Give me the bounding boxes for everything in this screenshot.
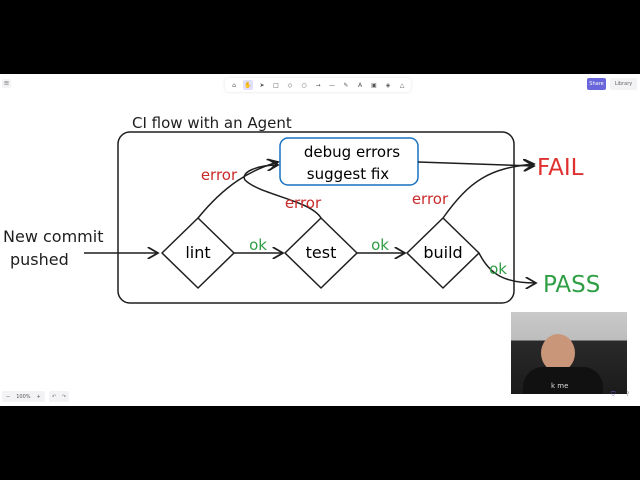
hand-tool-icon[interactable]: ✋	[243, 80, 253, 90]
frame-title: CI flow with an Agent	[132, 114, 292, 132]
fail-label: FAIL	[537, 155, 584, 181]
text-tool-icon[interactable]: A	[357, 81, 363, 89]
selection-tool-icon[interactable]: ➤	[259, 81, 265, 89]
webcam-overlay: k me	[511, 312, 627, 394]
undo-icon[interactable]: ↶	[51, 393, 57, 400]
agent-label-line1: debug errors	[304, 143, 400, 161]
rectangle-tool-icon[interactable]: □	[273, 81, 279, 89]
diamond-tool-icon[interactable]: ◇	[287, 81, 293, 89]
zoom-out-button[interactable]: −	[6, 393, 11, 400]
node-build-label: build	[423, 243, 462, 262]
more-tools-icon[interactable]: △	[399, 81, 405, 89]
main-menu-button[interactable]: ≡	[2, 79, 11, 88]
start-label-line2: pushed	[10, 250, 69, 269]
share-button[interactable]: Share	[587, 78, 606, 90]
error-label-build: error	[412, 190, 449, 208]
zoom-level[interactable]: 100%	[16, 393, 31, 400]
toolbar: ⌂ ✋ ➤ □ ◇ ○ → — ✎ A ▣ ◈ △	[225, 78, 411, 92]
library-button[interactable]: Library	[610, 78, 637, 90]
arrow-build-to-pass[interactable]	[478, 252, 536, 283]
ellipse-tool-icon[interactable]: ○	[301, 81, 307, 89]
arrow-agent-to-fail[interactable]	[417, 162, 534, 166]
draw-tool-icon[interactable]: ✎	[343, 81, 349, 89]
node-test[interactable]: test	[284, 217, 358, 289]
node-lint-label: lint	[185, 243, 210, 262]
shield-icon[interactable]: ⛉	[611, 391, 616, 398]
error-label-test: error	[285, 194, 322, 212]
redo-icon[interactable]: ↷	[61, 393, 67, 400]
error-label-lint: error	[201, 166, 238, 184]
zoom-controls: − 100% +	[2, 391, 45, 402]
ok-label-test: ok	[371, 236, 389, 254]
ok-label-build: ok	[489, 260, 507, 278]
lock-icon[interactable]: ⌂	[232, 81, 236, 89]
node-lint[interactable]: lint	[161, 217, 235, 289]
eraser-tool-icon[interactable]: ◈	[385, 81, 391, 89]
zoom-in-button[interactable]: +	[36, 393, 41, 400]
node-build[interactable]: build	[406, 217, 480, 289]
arrow-tool-icon[interactable]: →	[315, 81, 321, 89]
arrow-build-error[interactable]	[442, 164, 534, 219]
image-tool-icon[interactable]: ▣	[371, 81, 377, 89]
arrow-test-error[interactable]	[243, 165, 322, 219]
agent-label-line2: suggest fix	[307, 165, 390, 183]
history-controls: ↶ ↷	[49, 391, 69, 402]
start-label-line1: New commit	[3, 227, 103, 246]
ok-label-lint: ok	[249, 236, 267, 254]
agent-box[interactable]: debug errors suggest fix	[279, 137, 419, 186]
help-icon[interactable]: ?	[626, 391, 630, 398]
pass-label: PASS	[543, 272, 600, 298]
presenter-face	[541, 334, 575, 372]
line-tool-icon[interactable]: —	[329, 81, 335, 89]
shirt-text: k me	[551, 382, 569, 390]
frame[interactable]	[117, 131, 515, 304]
node-test-label: test	[306, 243, 337, 262]
presenter-body	[523, 367, 603, 394]
